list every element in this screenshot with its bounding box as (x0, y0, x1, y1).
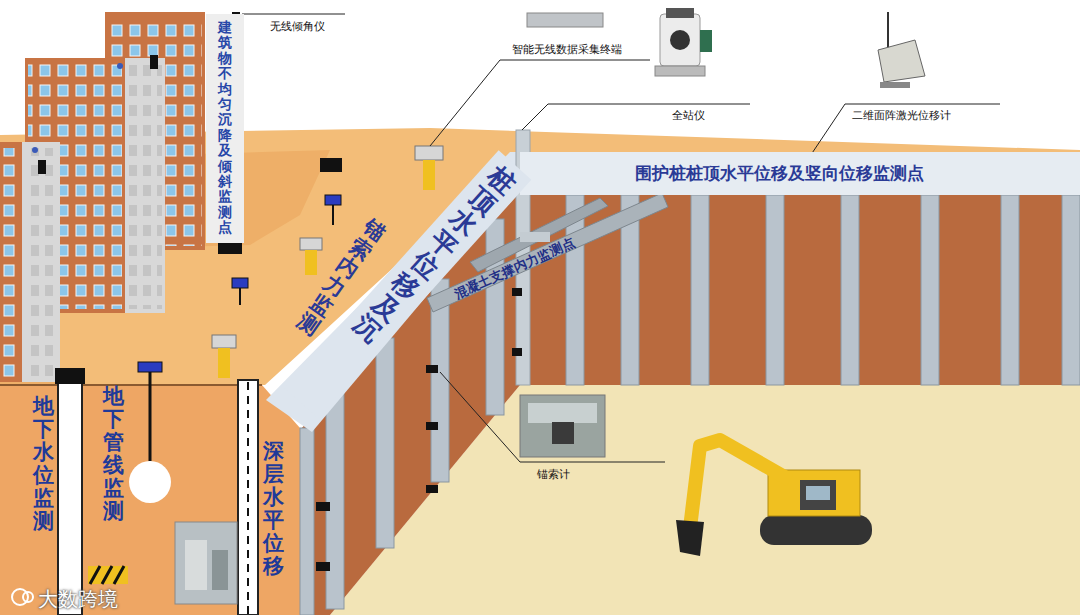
callout-label: 二维面阵激光位移计 (852, 108, 951, 123)
band-text: 建筑物不均匀沉降及倾斜监测点 (218, 20, 232, 235)
callout-label: 智能无线数据采集终端 (512, 42, 622, 57)
callout-label: 无线倾角仪 (270, 19, 325, 34)
band-text: 围护桩桩顶水平位移及竖向位移监测点 (520, 152, 924, 195)
building-side-band: 建筑物不均匀沉降及倾斜监测点 (206, 14, 244, 243)
callout-label: 锚索计 (537, 467, 570, 482)
section-label: 地下水位监测 (33, 395, 54, 534)
watermark: 大数跨境 (38, 586, 118, 613)
section-label: 地下管线监测 (103, 385, 124, 524)
section-label: 深层水平位移 (263, 440, 284, 579)
pile-top-band: 围护桩桩顶水平位移及竖向位移监测点 (520, 152, 1080, 195)
callout-label: 全站仪 (672, 108, 705, 123)
